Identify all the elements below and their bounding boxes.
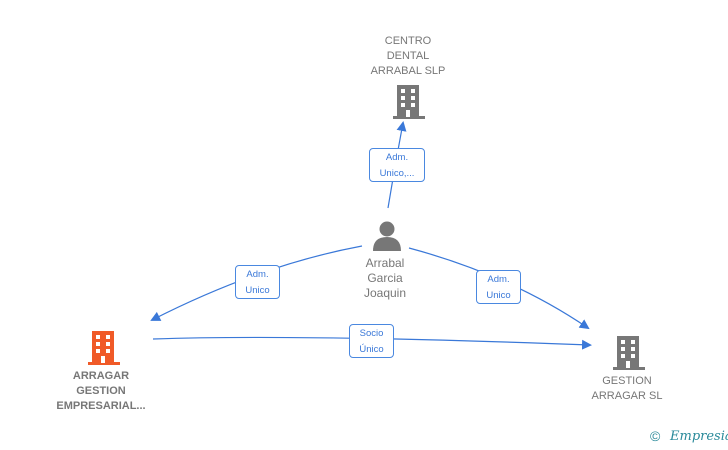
label-line: GESTION [602, 375, 652, 387]
label-line: EMPRESARIAL... [56, 400, 146, 412]
edge-label-gestion[interactable]: Adm. Unico [476, 270, 521, 304]
edge-arragar-gestion [152, 336, 592, 350]
brand-logo[interactable]: Empresia [670, 429, 728, 444]
node-arragar-label[interactable]: ARRAGAR GESTION EMPRESARIAL... [31, 369, 171, 414]
label-line: Joaquin [363, 286, 407, 300]
label-line: Adm. [246, 269, 269, 280]
edge-label-arragar[interactable]: Adm. Unico [235, 265, 280, 299]
label-line: Garcia [367, 271, 403, 285]
label-line: ARRABAL SLP [370, 65, 446, 77]
label-line: Arrabal [365, 256, 405, 270]
building-icon[interactable] [612, 335, 646, 371]
label-line: Unico [245, 285, 270, 296]
label-line: DENTAL [386, 50, 430, 62]
label-line: GESTION [76, 385, 126, 397]
label-line: Único [359, 344, 384, 355]
building-icon[interactable] [392, 84, 426, 120]
node-centro-label[interactable]: CENTRO DENTAL ARRABAL SLP [338, 34, 478, 79]
label-line: Adm. [487, 274, 510, 285]
label-line: ARRAGAR SL [591, 390, 663, 402]
edge-label-socio[interactable]: Socio Único [349, 324, 394, 358]
label-line: CENTRO [384, 35, 432, 47]
node-person-label[interactable]: Arrabal Garcia Joaquin [315, 256, 455, 301]
label-line: Socio [359, 328, 384, 339]
person-icon[interactable] [372, 220, 402, 252]
building-icon-highlight[interactable] [87, 330, 121, 366]
label-line: Adm. [385, 152, 409, 163]
copyright-symbol: © [650, 428, 661, 444]
label-line: ARRAGAR [72, 370, 130, 382]
node-gestion-label[interactable]: GESTION ARRAGAR SL [557, 374, 697, 404]
label-line: Unico [486, 290, 511, 301]
label-line: Unico,... [379, 168, 415, 179]
edge-label-centro[interactable]: Adm. Unico,... [369, 148, 425, 182]
